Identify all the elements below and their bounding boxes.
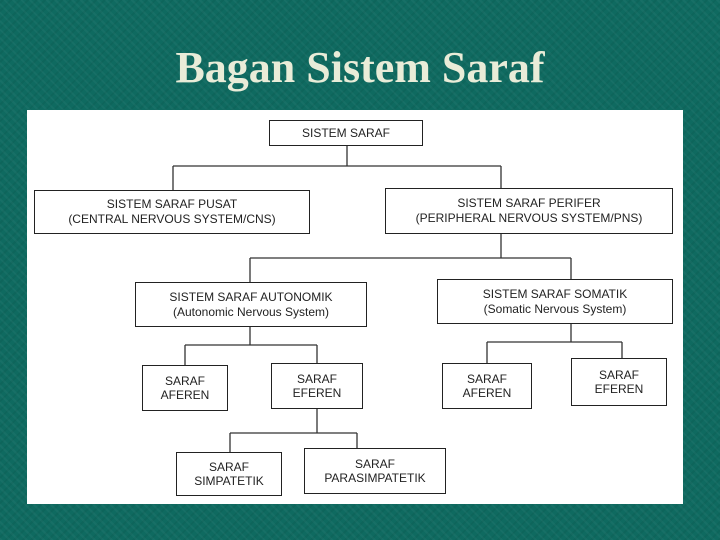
autonomic-node: SISTEM SARAF AUTONOMIK (Autonomic Nervou…: [135, 282, 367, 327]
somatic-efferent-node: SARAF EFEREN: [571, 358, 667, 406]
slide-title: Bagan Sistem Saraf: [175, 43, 545, 92]
somatic-efferent-line2: EFEREN: [594, 382, 644, 396]
cns-label: SISTEM SARAF PUSAT: [106, 197, 238, 211]
autonomic-efferent-line1: SARAF: [296, 372, 337, 386]
cns-node: SISTEM SARAF PUSAT (CENTRAL NERVOUS SYST…: [34, 190, 310, 234]
autonomic-efferent-node: SARAF EFEREN: [271, 363, 363, 409]
root-node: SISTEM SARAF: [269, 120, 423, 146]
autonomic-afferent-node: SARAF AFEREN: [142, 365, 228, 411]
parasympathetic-line2: PARASIMPATETIK: [324, 471, 426, 485]
parasympathetic-line1: SARAF: [354, 457, 395, 471]
autonomic-afferent-line1: SARAF: [164, 374, 205, 388]
org-chart: SISTEM SARAF SISTEM SARAF PUSAT (CENTRAL…: [27, 110, 683, 504]
somatic-node: SISTEM SARAF SOMATIK (Somatic Nervous Sy…: [437, 279, 673, 324]
sympathetic-line1: SARAF: [208, 460, 249, 474]
pns-label: SISTEM SARAF PERIFER: [457, 196, 601, 210]
cns-sublabel: (CENTRAL NERVOUS SYSTEM/CNS): [68, 212, 276, 226]
pns-sublabel: (PERIPHERAL NERVOUS SYSTEM/PNS): [415, 211, 643, 225]
autonomic-efferent-line2: EFEREN: [292, 386, 342, 400]
somatic-afferent-node: SARAF AFEREN: [442, 363, 532, 409]
autonomic-afferent-line2: AFEREN: [160, 388, 210, 402]
sympathetic-line2: SIMPATETIK: [194, 474, 264, 488]
somatic-label: SISTEM SARAF SOMATIK: [482, 286, 628, 301]
parasympathetic-node: SARAF PARASIMPATETIK: [304, 448, 446, 494]
pns-node: SISTEM SARAF PERIFER (PERIPHERAL NERVOUS…: [385, 188, 673, 234]
somatic-afferent-line2: AFEREN: [462, 386, 512, 400]
connector-lines: [172, 146, 623, 452]
somatic-efferent-line1: SARAF: [598, 368, 639, 382]
root-label: SISTEM SARAF: [301, 125, 390, 140]
autonomic-label: SISTEM SARAF AUTONOMIK: [169, 289, 333, 304]
sympathetic-node: SARAF SIMPATETIK: [176, 452, 282, 496]
somatic-sublabel: (Somatic Nervous System): [483, 301, 627, 316]
somatic-afferent-line1: SARAF: [466, 372, 507, 386]
autonomic-sublabel: (Autonomic Nervous System): [172, 304, 330, 319]
